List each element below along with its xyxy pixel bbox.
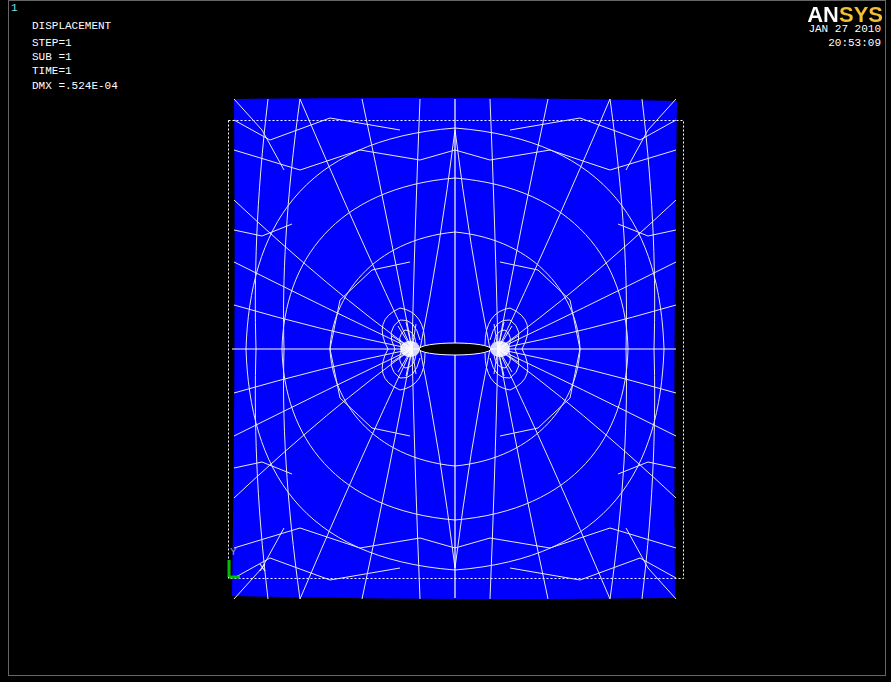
plot-label: Y (230, 546, 237, 559)
plot-label: 1 (11, 2, 18, 15)
crack-hole (419, 343, 491, 355)
mesh-refinement (400, 341, 420, 357)
plot-label: 20:53:09 (828, 37, 881, 50)
deformed-shape (232, 98, 677, 599)
plot-label: X (259, 562, 266, 575)
symmetry-lines (232, 99, 676, 598)
plot-label: JAN 27 2010 (808, 23, 881, 36)
plot-label: SUB =1 (32, 51, 72, 64)
mesh-refinement (490, 341, 510, 357)
plot-label: DMX =.524E-04 (32, 80, 118, 93)
plot-label: DISPLACEMENT (32, 20, 111, 33)
plot-label: STEP=1 (32, 37, 72, 50)
plot-label: TIME=1 (32, 65, 72, 78)
axis-triad (229, 560, 240, 577)
